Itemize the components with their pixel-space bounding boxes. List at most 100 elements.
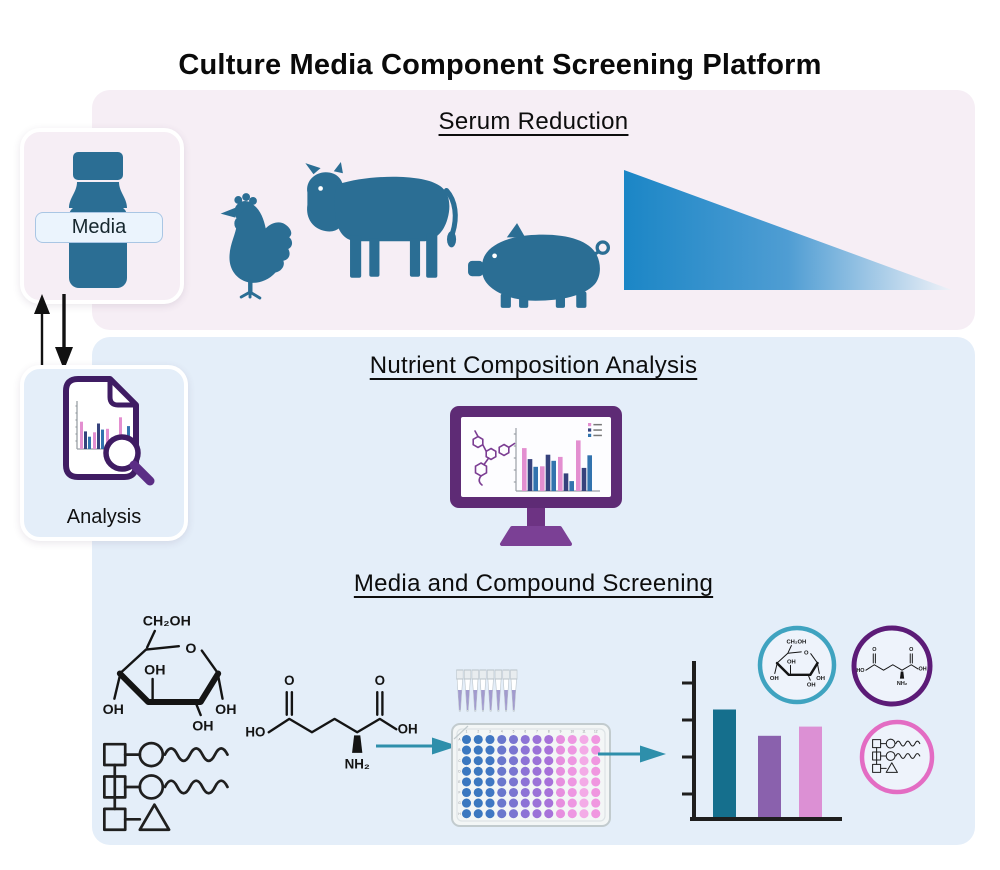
plate-well <box>485 766 495 776</box>
plate-well <box>532 777 542 787</box>
plate-well <box>520 787 530 798</box>
glucose-circle-badge <box>757 625 837 705</box>
plate-row-label: C <box>458 759 461 763</box>
plate-well <box>473 734 483 745</box>
plate-well <box>579 734 589 745</box>
monitor-bars-bar <box>527 459 533 491</box>
plate-well <box>591 809 601 819</box>
plate-well <box>591 745 601 755</box>
plate-well <box>532 745 542 755</box>
media-compound-screening-heading: Media and Compound Screening <box>353 570 714 597</box>
monitor-bars-bar <box>558 456 563 491</box>
pipette-tip <box>463 669 472 712</box>
flow-arrow-2-icon <box>598 745 666 763</box>
plate-well <box>579 766 589 776</box>
monitor-chart <box>513 423 602 492</box>
doc-bars-bar <box>106 428 109 449</box>
plate-well <box>485 756 495 766</box>
plate-well <box>532 734 542 745</box>
plate-well <box>567 798 577 808</box>
media-box: Media <box>20 128 184 304</box>
media-bottle-label: Media <box>35 212 163 243</box>
monitor-bars-bar <box>563 473 569 491</box>
plate-well <box>508 756 519 766</box>
plate-well <box>544 777 554 787</box>
screening-result-chart <box>682 661 842 821</box>
plate-col-label: 8 <box>548 730 550 734</box>
plate-well <box>591 766 601 776</box>
monitor-screen <box>461 417 611 497</box>
plate-col-label: 4 <box>501 730 503 734</box>
plate-well <box>508 809 519 819</box>
plate-well <box>520 756 530 766</box>
monitor-bars-bar <box>576 440 581 491</box>
plate-well <box>555 745 566 755</box>
analysis-caption: Analysis <box>66 506 142 528</box>
plate-well <box>567 745 577 755</box>
monitor-icon <box>450 406 622 546</box>
legend-text <box>593 423 602 426</box>
plate-well <box>567 787 577 798</box>
magnifier-lens-icon <box>103 434 141 472</box>
plate-well <box>544 756 554 766</box>
analysis-box: Analysis <box>20 365 188 541</box>
monitor-bars-bar <box>587 455 592 492</box>
doc-bars-bar <box>80 421 83 449</box>
plate-well <box>579 787 589 798</box>
plate-col-label: 12 <box>594 730 598 734</box>
plate-well <box>532 809 542 819</box>
plate-well <box>485 809 495 819</box>
doc-bars-bar <box>84 431 87 449</box>
plate-well <box>591 798 601 808</box>
plate-well <box>520 734 530 745</box>
plate-well <box>497 766 507 776</box>
plate-well <box>532 798 542 808</box>
glycan-structure-large <box>102 741 229 832</box>
plate-well <box>497 777 507 787</box>
serum-gradient-triangle <box>624 170 952 290</box>
plate-col-label: 6 <box>524 730 526 734</box>
monitor-bars-bar <box>569 481 574 491</box>
glycan-circle-badge <box>859 719 935 795</box>
plate-well <box>567 766 577 776</box>
plate-well <box>461 745 472 755</box>
legend-swatch <box>588 423 592 427</box>
plate-well <box>508 766 519 776</box>
plate-well <box>461 756 472 766</box>
plate-well <box>520 777 530 787</box>
plate-well <box>461 734 472 745</box>
pipette-tips-row <box>456 669 518 712</box>
monitor-bars-bar <box>551 460 556 492</box>
pipette-tip <box>471 669 480 712</box>
plate-well <box>532 787 542 798</box>
monitor-chart-legend <box>588 423 602 437</box>
plate-well <box>473 798 483 808</box>
plate-well <box>473 787 483 798</box>
plate-well <box>532 766 542 776</box>
plate-col-label: 1 <box>466 730 468 734</box>
plate-row-label: E <box>458 780 460 784</box>
plate-well <box>579 756 589 766</box>
plate-well <box>497 756 507 766</box>
plate-well <box>473 756 483 766</box>
plate-well <box>485 745 495 755</box>
plate-col-label: 7 <box>536 730 538 734</box>
plate-well <box>555 756 566 766</box>
plate-well <box>579 745 589 755</box>
plate-well <box>591 734 601 745</box>
plate-well <box>591 777 601 787</box>
doc-bars-bar <box>119 417 122 449</box>
plate-well <box>461 766 472 776</box>
plate-wells <box>461 734 601 819</box>
plate-col-label: 3 <box>489 730 491 734</box>
plate-well <box>555 787 566 798</box>
analysis-document-icon <box>63 376 155 486</box>
plate-well <box>532 756 542 766</box>
legend-swatch <box>588 428 592 432</box>
plate-row-label: G <box>458 801 461 805</box>
plate-well <box>508 777 519 787</box>
pipette-tip <box>502 669 510 712</box>
plate-well <box>473 777 483 787</box>
